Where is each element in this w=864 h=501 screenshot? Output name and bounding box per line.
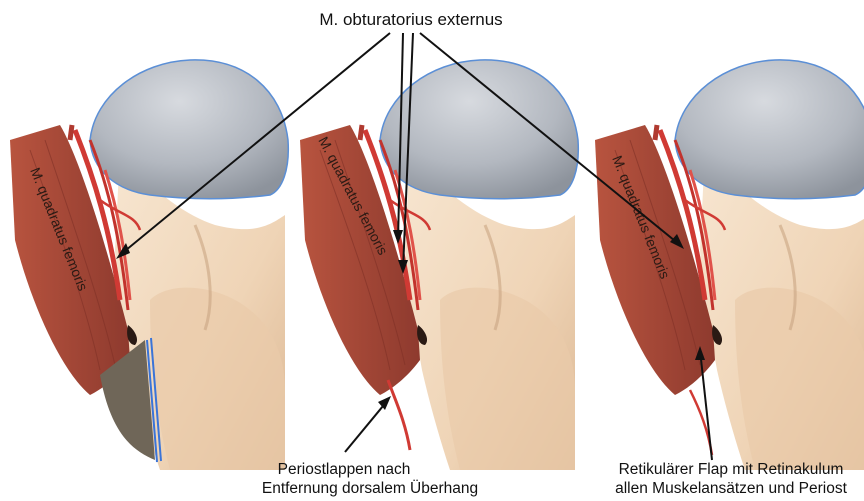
obturator-label: M. obturatorius externus: [319, 10, 502, 29]
flap-label-line-1: Retikulärer Flap mit Retinakulum: [619, 461, 844, 478]
femur-panel-2: [300, 60, 578, 470]
periost-label-line-1: Periostlappen nach: [278, 461, 411, 478]
periost-flap: [388, 380, 410, 450]
flap-label-line-2: allen Muskelansätzen und Periost: [615, 480, 847, 497]
periost-label-line-2: Entfernung dorsalem Überhang: [262, 479, 478, 497]
femur-panel-1: [10, 60, 288, 470]
femur-panel-3: [595, 60, 864, 470]
